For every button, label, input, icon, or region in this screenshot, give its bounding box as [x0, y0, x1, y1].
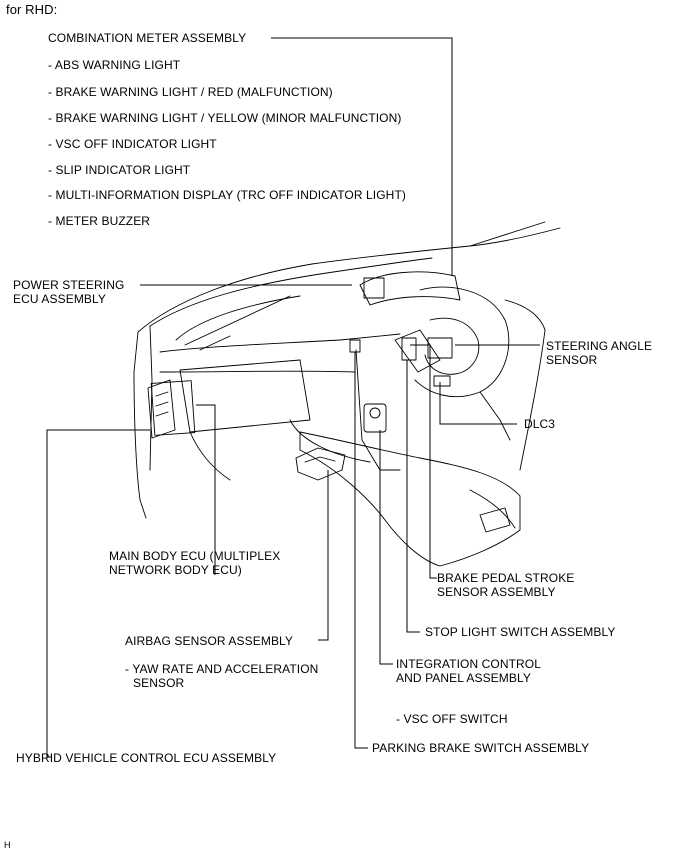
yaw-rate-label-line1: - YAW RATE AND ACCELERATION — [125, 662, 319, 676]
dlc3-shape — [433, 375, 451, 387]
dashboard-lower-edge — [159, 370, 356, 373]
dashboard-upper-shelf — [175, 295, 301, 341]
meter-item: - BRAKE WARNING LIGHT / RED (MALFUNCTION… — [48, 85, 333, 99]
figure-mark: H — [4, 840, 11, 850]
meter-item: - MULTI-INFORMATION DISPLAY (TRC OFF IND… — [48, 188, 406, 202]
leader-hybrid-ecu — [46, 429, 150, 758]
windshield-line — [469, 221, 546, 247]
leader-airbag — [318, 470, 329, 641]
pedal-sensor-shape — [401, 337, 417, 361]
right-door-line — [519, 329, 546, 471]
floor-line — [289, 419, 371, 463]
hybrid-ecu-label: HYBRID VEHICLE CONTROL ECU ASSEMBLY — [16, 751, 277, 765]
integration-control-label-line1: INTEGRATION CONTROL — [396, 657, 542, 671]
meter-item: - SLIP INDICATOR LIGHT — [48, 163, 191, 177]
integration-knob — [369, 407, 381, 419]
combination-meter-label: COMBINATION METER ASSEMBLY — [48, 31, 247, 45]
power-steering-label-line2: ECU ASSEMBLY — [13, 292, 107, 306]
center-stack — [355, 349, 401, 471]
meter-item: - BRAKE WARNING LIGHT / YELLOW (MINOR MA… — [48, 111, 402, 125]
console-detail — [479, 507, 511, 533]
steering-angle-label-line2: SENSOR — [546, 353, 598, 367]
vsc-off-switch-label: - VSC OFF SWITCH — [396, 712, 508, 726]
leader-brake-pedal — [410, 344, 437, 579]
power-steering-ecu-shape — [363, 277, 385, 299]
leader-parking-brake — [354, 352, 368, 749]
leader-combination-meter — [271, 37, 453, 276]
leader-integration — [379, 430, 393, 665]
console-armrest — [469, 489, 516, 529]
dashboard-top-edge — [149, 257, 433, 327]
steering-wheel — [414, 286, 510, 398]
meter-item: - VSC OFF INDICATOR LIGHT — [48, 137, 217, 151]
right-dash — [479, 299, 546, 441]
steering-column — [394, 329, 441, 373]
dashboard-vent-line — [184, 295, 291, 351]
steering-angle-sensor-shape — [427, 337, 453, 359]
stop-light-switch-label: STOP LIGHT SWITCH ASSEMBLY — [425, 625, 616, 639]
diagram-header: for RHD: — [6, 2, 58, 17]
meter-item: - ABS WARNING LIGHT — [48, 58, 181, 72]
main-body-ecu-label-line2: NETWORK BODY ECU) — [109, 563, 242, 577]
leader-main-body — [196, 404, 216, 575]
parking-brake-switch-label: PARKING BRAKE SWITCH ASSEMBLY — [372, 741, 590, 755]
yaw-rate-label-line2: SENSOR — [133, 676, 185, 690]
brake-pedal-label-line2: SENSOR ASSEMBLY — [437, 585, 556, 599]
airbag-sensor-label: AIRBAG SENSOR ASSEMBLY — [125, 634, 294, 648]
hybrid-ecu-shape — [147, 379, 176, 439]
dashboard-outline — [137, 227, 561, 333]
airbag-sensor-shape — [295, 447, 346, 481]
brake-pedal-label-line1: BRAKE PEDAL STROKE — [437, 571, 575, 585]
lower-panel-line — [189, 431, 231, 481]
glovebox-outline — [179, 359, 311, 433]
leader-dlc3 — [439, 382, 517, 425]
power-steering-label-line1: POWER STEERING — [13, 278, 125, 292]
dlc3-label: DLC3 — [524, 417, 556, 431]
dashboard-face-line — [159, 333, 401, 353]
main-body-ecu-shape — [150, 380, 196, 436]
steering-angle-label-line1: STEERING ANGLE — [546, 339, 653, 353]
steering-wheel-inner — [424, 317, 480, 375]
meter-item: - METER BUZZER — [48, 214, 151, 228]
meter-hood — [359, 271, 461, 306]
parking-switch-shape — [349, 339, 361, 353]
center-console-outline — [299, 431, 521, 567]
left-door-panel — [133, 331, 147, 519]
main-body-ecu-label-line1: MAIN BODY ECU (MULTIPLEX — [109, 549, 281, 563]
leader-stop-light — [406, 360, 420, 633]
integration-switch-shape — [363, 403, 387, 433]
integration-control-label-line2: AND PANEL ASSEMBLY — [396, 671, 531, 685]
left-pillar — [149, 325, 153, 471]
